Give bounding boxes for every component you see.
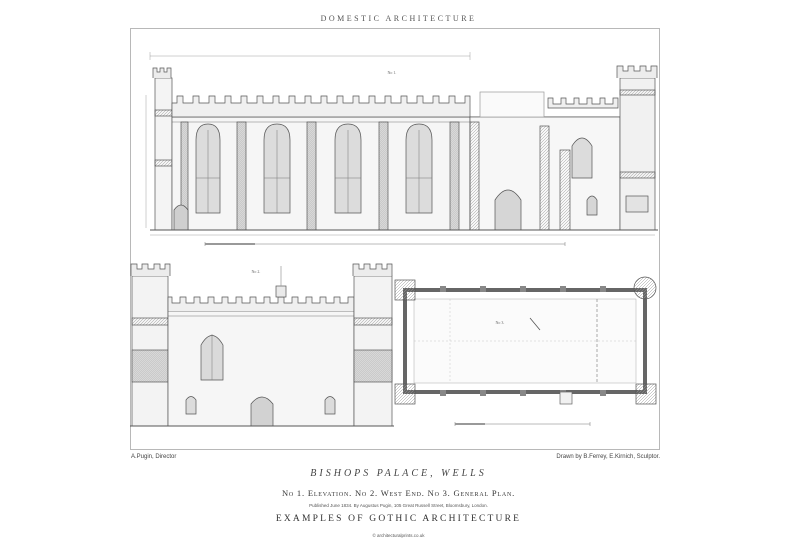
elevation-figure-label: No 1. bbox=[388, 70, 397, 75]
draughtsman-credit: Drawn by B.Ferrey, E.Kirnich, Sculptor. bbox=[556, 454, 660, 460]
elevation-scale-bar bbox=[204, 242, 566, 246]
west-end-figure-label: No 2. bbox=[252, 269, 261, 274]
plan-figure-label: No 3. bbox=[496, 320, 505, 325]
elevation-figure bbox=[145, 52, 658, 236]
plate-border bbox=[130, 28, 660, 450]
publication-line: Published June 1834. By Augustus Pugin, … bbox=[309, 503, 488, 508]
plan-figure bbox=[394, 276, 657, 405]
west-end-figure bbox=[130, 263, 394, 427]
page-header-title: DOMESTIC ARCHITECTURE bbox=[320, 14, 477, 23]
plate-title: BISHOPS PALACE, WELLS bbox=[310, 468, 487, 479]
plan-scale-bar bbox=[454, 422, 591, 426]
source-watermark: © architecturalprints.co.uk bbox=[372, 533, 425, 538]
director-credit: A.Pugin, Director bbox=[131, 454, 177, 460]
series-title: EXAMPLES OF GOTHIC ARCHITECTURE bbox=[275, 514, 522, 524]
plate-subtitle: No 1. Elevation. No 2. West End. No 3. G… bbox=[281, 488, 516, 498]
